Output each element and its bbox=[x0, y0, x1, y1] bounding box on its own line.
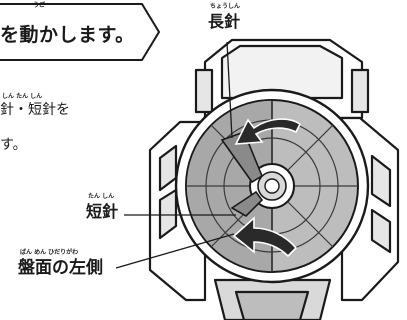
long-hand-furigana: ちょうしん bbox=[210, 3, 241, 10]
banner-box bbox=[0, 3, 161, 61]
body-furigana: しん たん しん bbox=[2, 93, 43, 100]
body-line-2: す。 bbox=[0, 137, 27, 153]
dial-left-label: 盤面の左側 bbox=[18, 258, 103, 278]
body-line-1: 針・短針を bbox=[0, 102, 70, 118]
leader-lines bbox=[115, 41, 236, 269]
short-hand bbox=[230, 190, 264, 217]
long-hand-label: 長針 bbox=[208, 12, 241, 31]
rotate-arrow-icon bbox=[232, 216, 298, 258]
dial bbox=[174, 88, 370, 284]
rotate-arrow-icon bbox=[234, 118, 302, 145]
short-hand-furigana: たん しん bbox=[88, 193, 115, 200]
short-hand-label: 短針 bbox=[86, 202, 119, 221]
banner-furigana: うご bbox=[33, 2, 46, 9]
dial-left-furigana: ばん めん ひだりがわ bbox=[20, 249, 79, 256]
banner-text: を動かします。 bbox=[0, 24, 135, 46]
long-hand bbox=[220, 130, 264, 184]
